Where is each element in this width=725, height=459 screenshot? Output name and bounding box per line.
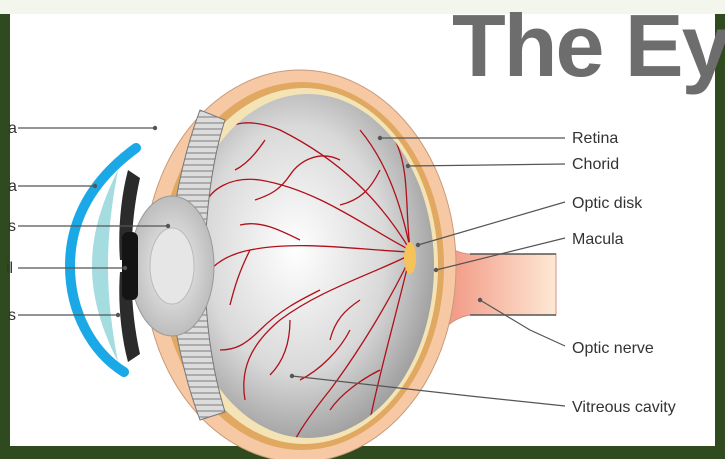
label-iris-fragment: s [8, 307, 16, 324]
label-lens-fragment: s [8, 218, 16, 235]
label-cornea-fragment: a [8, 178, 17, 195]
label-retina: Retina [572, 130, 618, 147]
anterior-chamber-shape [92, 170, 118, 362]
label-optic-nerve: Optic nerve [572, 340, 654, 357]
label-vitreous-cavity: Vitreous cavity [572, 399, 676, 416]
label-macula: Macula [572, 231, 624, 248]
diagram-title: The Ey [452, 0, 725, 92]
lens-nucleus [150, 228, 194, 304]
label-sclera-fragment: a [8, 120, 17, 137]
optic-disk-spot [404, 242, 416, 274]
label-chorid: Chorid [572, 156, 619, 173]
label-optic-disk: Optic disk [572, 195, 643, 212]
label-pupil-fragment: il [6, 260, 13, 277]
